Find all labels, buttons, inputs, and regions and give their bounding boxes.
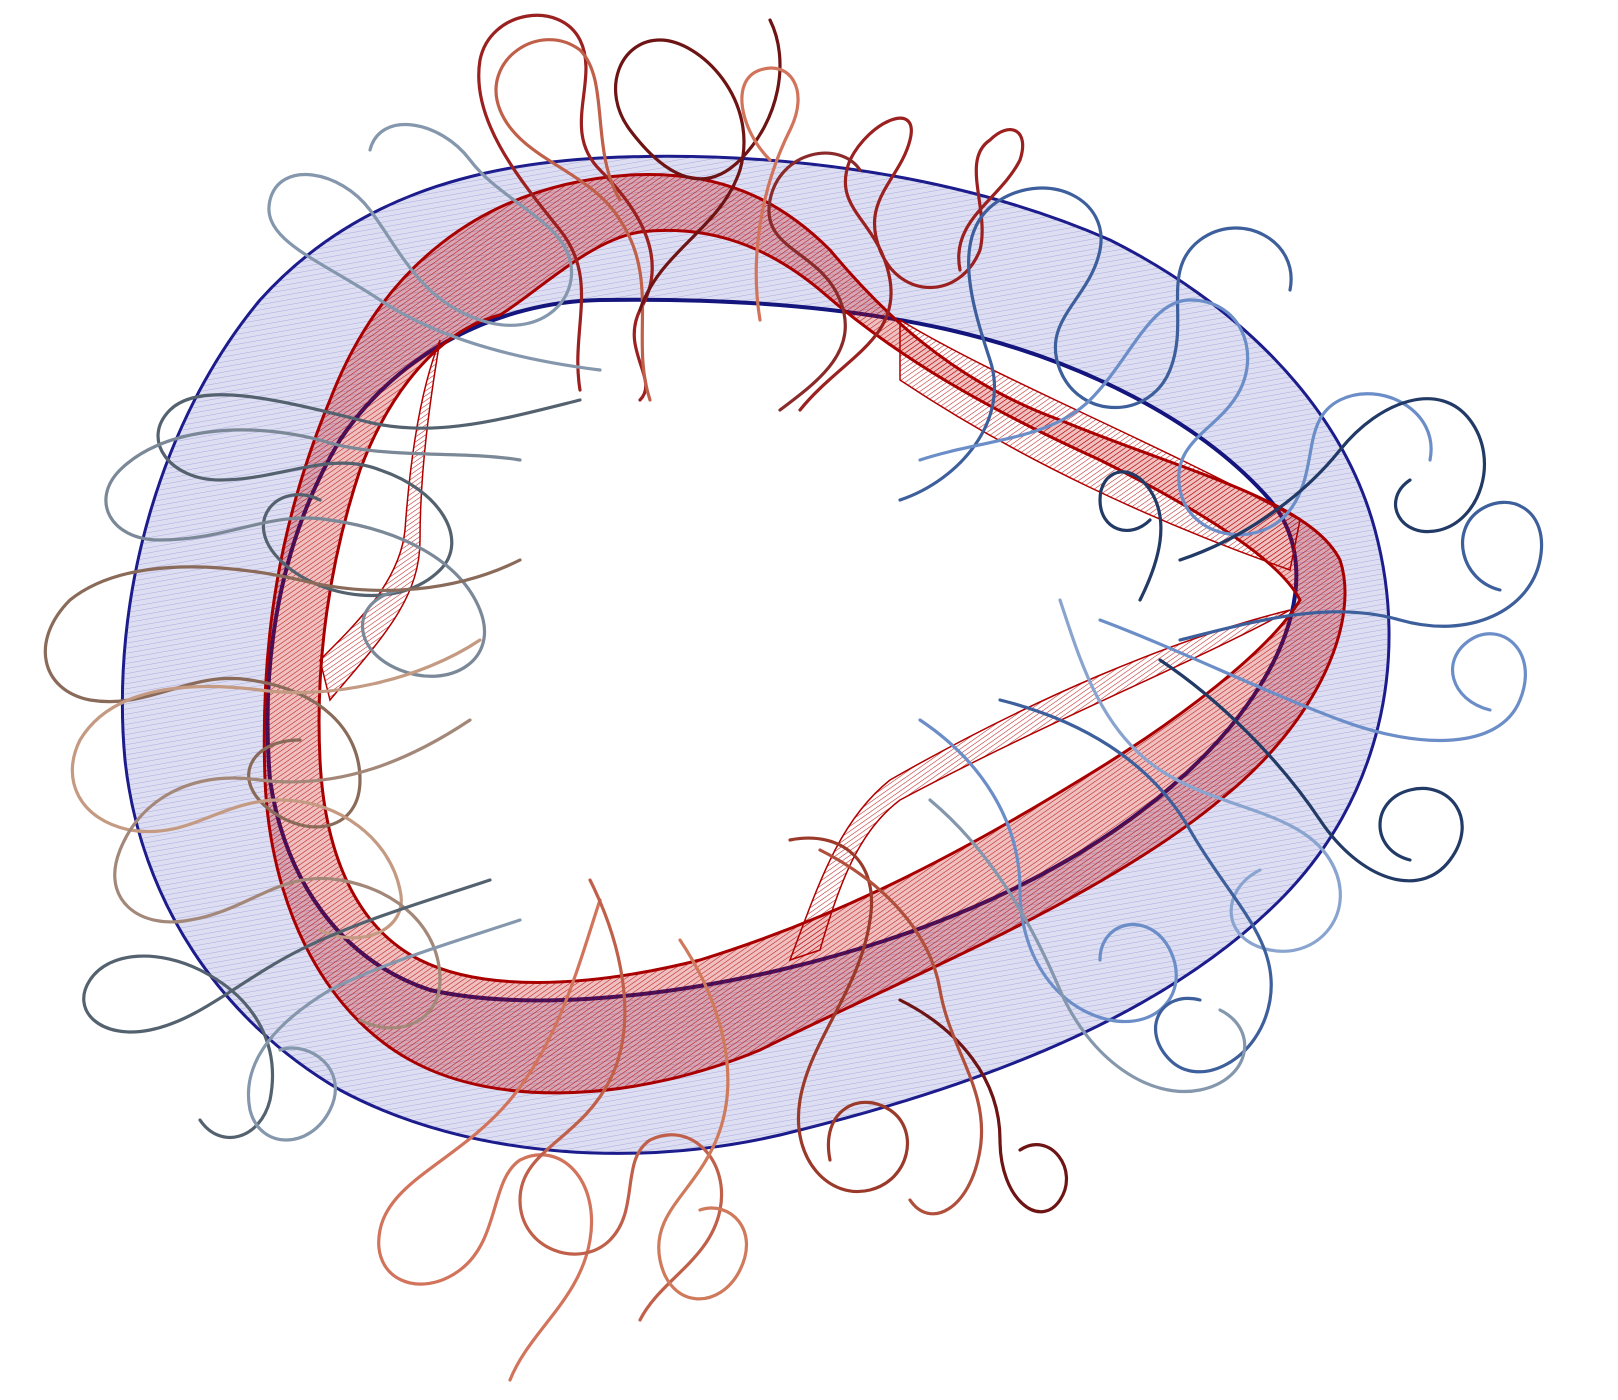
coil-top-2 bbox=[494, 38, 652, 402]
coil-right-7 bbox=[1058, 598, 1342, 953]
coil-left-2 bbox=[156, 393, 582, 598]
inner-surface-hatching bbox=[264, 174, 1346, 1093]
coil-top-5 bbox=[767, 151, 862, 412]
coil-bottom-4 bbox=[657, 938, 748, 1301]
coil-top-3 bbox=[613, 18, 782, 312]
coil-right-3 bbox=[1178, 397, 1486, 562]
inner-twist-left bbox=[319, 339, 441, 702]
coil-right-2 bbox=[918, 298, 1433, 537]
coil-right-4 bbox=[1178, 500, 1544, 642]
inner-twist-lower bbox=[788, 609, 1291, 962]
coil-right-1 bbox=[898, 186, 1293, 502]
inner-twist-right bbox=[899, 318, 1301, 571]
coil-left-6 bbox=[113, 718, 472, 1030]
coil-left-4 bbox=[43, 558, 522, 829]
coil-bottom-5 bbox=[898, 998, 1069, 1214]
coil-left-1 bbox=[267, 123, 602, 372]
coil-top-4 bbox=[798, 116, 1025, 412]
coil-bottom-6 bbox=[818, 848, 984, 1216]
coil-left-8 bbox=[246, 918, 522, 1142]
coil-bottom-3 bbox=[788, 836, 909, 1194]
outer-surface-hatching bbox=[122, 156, 1390, 1154]
coil-right-11 bbox=[1098, 470, 1163, 602]
inner-flux-surface bbox=[262, 172, 1347, 1095]
coil-left-5 bbox=[70, 638, 482, 940]
coil-right-9 bbox=[998, 698, 1273, 1074]
coil-right-10 bbox=[928, 798, 1247, 1093]
coil-right-6 bbox=[1158, 658, 1464, 883]
coil-bottom-1 bbox=[377, 898, 602, 1382]
coil-left-7 bbox=[82, 878, 492, 1139]
modular-coils bbox=[43, 13, 1544, 1382]
coil-top-6 bbox=[740, 66, 800, 322]
coil-right-8 bbox=[918, 718, 1178, 1024]
coil-left-3 bbox=[104, 428, 522, 678]
coil-right-5 bbox=[1098, 618, 1527, 742]
